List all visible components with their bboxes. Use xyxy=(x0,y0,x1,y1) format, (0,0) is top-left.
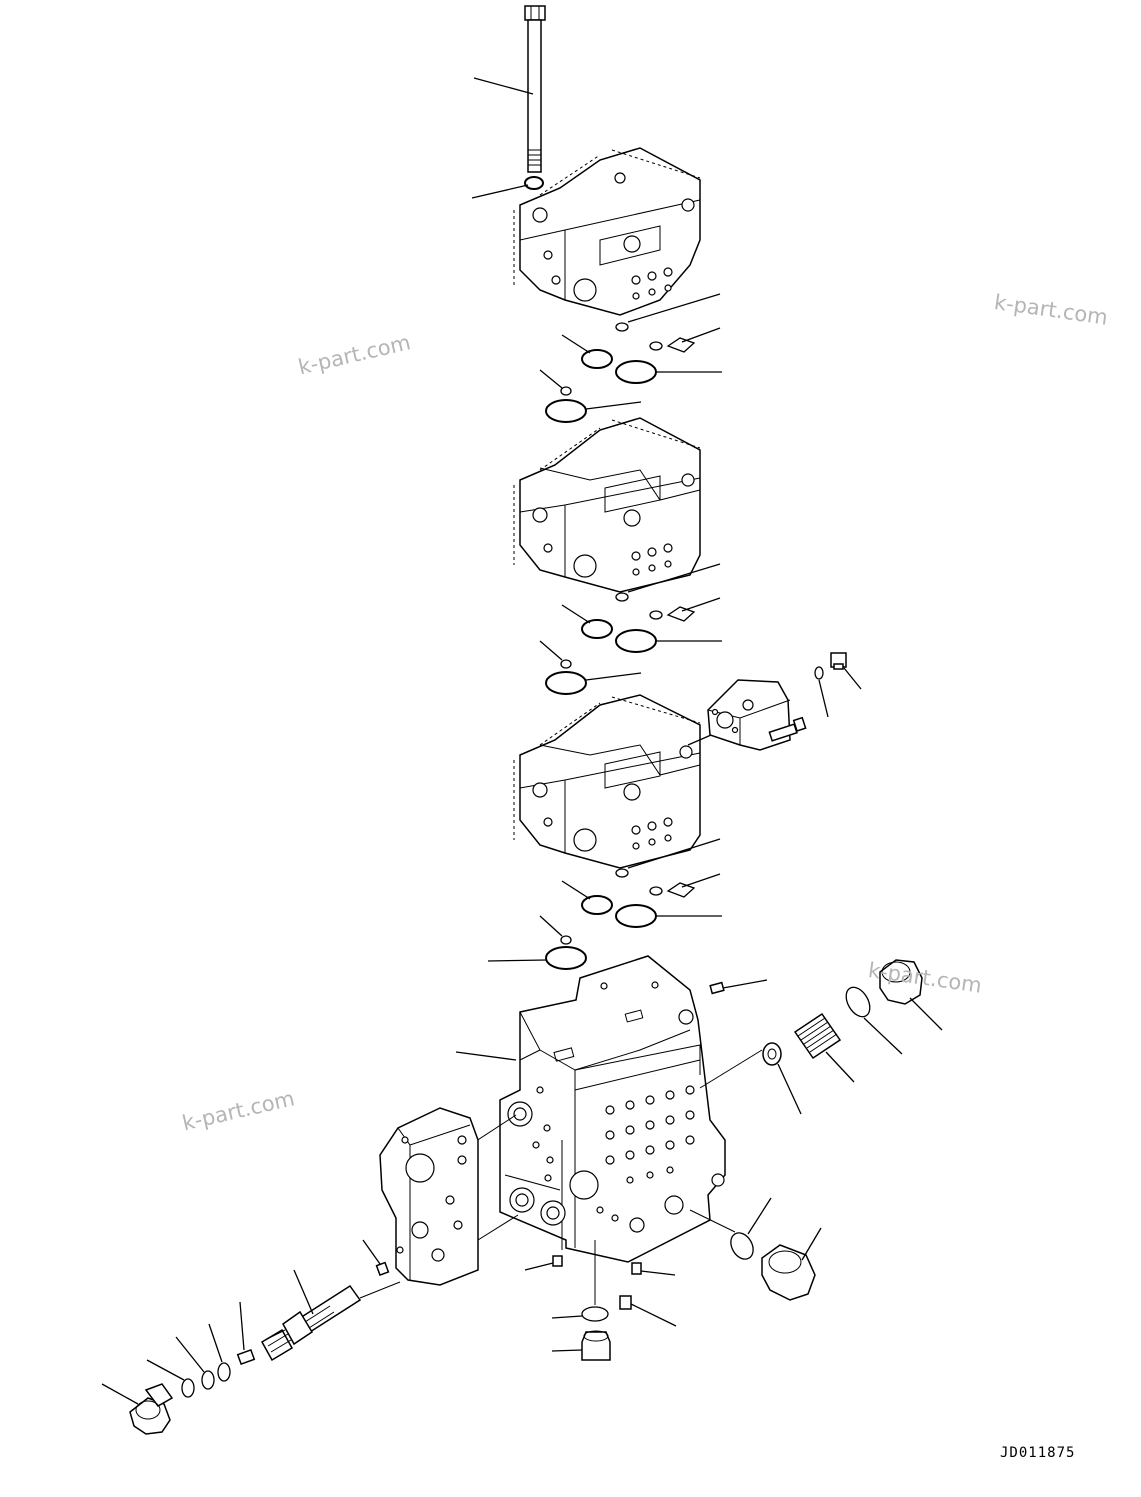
main-valve-body xyxy=(499,955,726,1263)
leader-line xyxy=(561,334,591,354)
valve-section-2 xyxy=(513,417,701,593)
o-ring xyxy=(581,349,613,369)
cap-plug xyxy=(129,1383,174,1435)
leader-line xyxy=(539,640,563,661)
leader-line xyxy=(539,369,563,389)
leader-line xyxy=(909,997,943,1031)
leader-line xyxy=(681,327,721,343)
o-ring xyxy=(845,986,871,1018)
valve-section-1 xyxy=(513,147,701,316)
leader-line xyxy=(585,672,642,681)
o-ring xyxy=(560,935,572,945)
o-ring xyxy=(730,1232,754,1260)
axis-line xyxy=(699,1049,763,1089)
plug xyxy=(830,652,847,670)
seal-plate xyxy=(666,606,696,622)
o-ring xyxy=(615,904,657,928)
leader-line xyxy=(777,1063,802,1115)
leader-line xyxy=(747,1197,772,1235)
left-valve-block xyxy=(379,1107,479,1286)
seal-plate xyxy=(666,882,696,898)
o-ring xyxy=(649,610,663,620)
leader-line xyxy=(681,597,721,612)
set-screw xyxy=(375,1261,390,1277)
leader-line xyxy=(362,1239,381,1265)
leader-line xyxy=(627,838,721,869)
set-screw xyxy=(552,1255,563,1267)
o-ring xyxy=(615,592,629,602)
leader-line xyxy=(585,401,642,410)
leader-line xyxy=(239,1301,245,1351)
axis-line xyxy=(359,1281,401,1299)
washer xyxy=(524,176,544,190)
leader-line xyxy=(471,184,529,199)
o-ring xyxy=(545,946,587,970)
leader-line xyxy=(801,1227,822,1261)
o-ring xyxy=(649,341,663,351)
tie-bolt xyxy=(524,5,546,173)
o-ring xyxy=(545,671,587,695)
leader-line xyxy=(843,667,862,690)
leader-line xyxy=(561,604,591,624)
valve-section-3 xyxy=(513,694,701,869)
bolt xyxy=(768,716,807,742)
leader-line xyxy=(175,1336,205,1373)
leader-line xyxy=(101,1383,139,1405)
o-ring xyxy=(615,322,629,332)
leader-line xyxy=(681,873,721,888)
o-ring xyxy=(201,1370,215,1390)
leader-line xyxy=(551,1349,583,1352)
leader-line xyxy=(863,1017,903,1055)
leader-line xyxy=(455,1051,517,1061)
o-ring xyxy=(181,1378,195,1398)
o-ring xyxy=(615,629,657,653)
spool-spring xyxy=(260,1328,294,1362)
seal-plate xyxy=(666,337,696,353)
leader-line xyxy=(561,880,591,900)
o-ring xyxy=(649,886,663,896)
o-ring xyxy=(615,868,629,878)
plug xyxy=(581,1330,611,1361)
leader-line xyxy=(473,77,534,95)
o-ring xyxy=(560,386,572,396)
leader-line xyxy=(487,959,547,962)
leader-line xyxy=(630,1303,677,1327)
spring xyxy=(793,1012,842,1060)
leader-line xyxy=(551,1315,583,1319)
set-screw xyxy=(631,1262,642,1275)
o-ring xyxy=(581,1306,609,1322)
o-ring xyxy=(615,360,657,384)
leader-line xyxy=(818,679,829,718)
seat xyxy=(762,1042,782,1066)
o-ring xyxy=(217,1362,231,1382)
o-ring xyxy=(814,666,824,680)
spring-small xyxy=(236,1348,256,1366)
leader-line xyxy=(524,1262,554,1271)
axis-line xyxy=(689,1209,736,1233)
leader-line xyxy=(640,1270,676,1276)
leader-line xyxy=(146,1359,185,1381)
o-ring xyxy=(545,399,587,423)
leader-line xyxy=(539,915,563,937)
o-ring xyxy=(581,895,613,915)
leader-line xyxy=(627,563,721,593)
leader-line xyxy=(293,1269,314,1315)
set-screw xyxy=(619,1295,632,1310)
drawing-code: JD011875 xyxy=(1000,1445,1076,1461)
set-screw xyxy=(709,981,725,995)
leader-line xyxy=(627,293,721,323)
leader-line xyxy=(825,1051,855,1083)
o-ring xyxy=(581,619,613,639)
plug xyxy=(879,959,923,1005)
plug xyxy=(761,1244,816,1301)
leader-line xyxy=(208,1323,223,1363)
leader-line xyxy=(722,979,768,989)
spool xyxy=(282,1284,362,1346)
o-ring xyxy=(560,659,572,669)
